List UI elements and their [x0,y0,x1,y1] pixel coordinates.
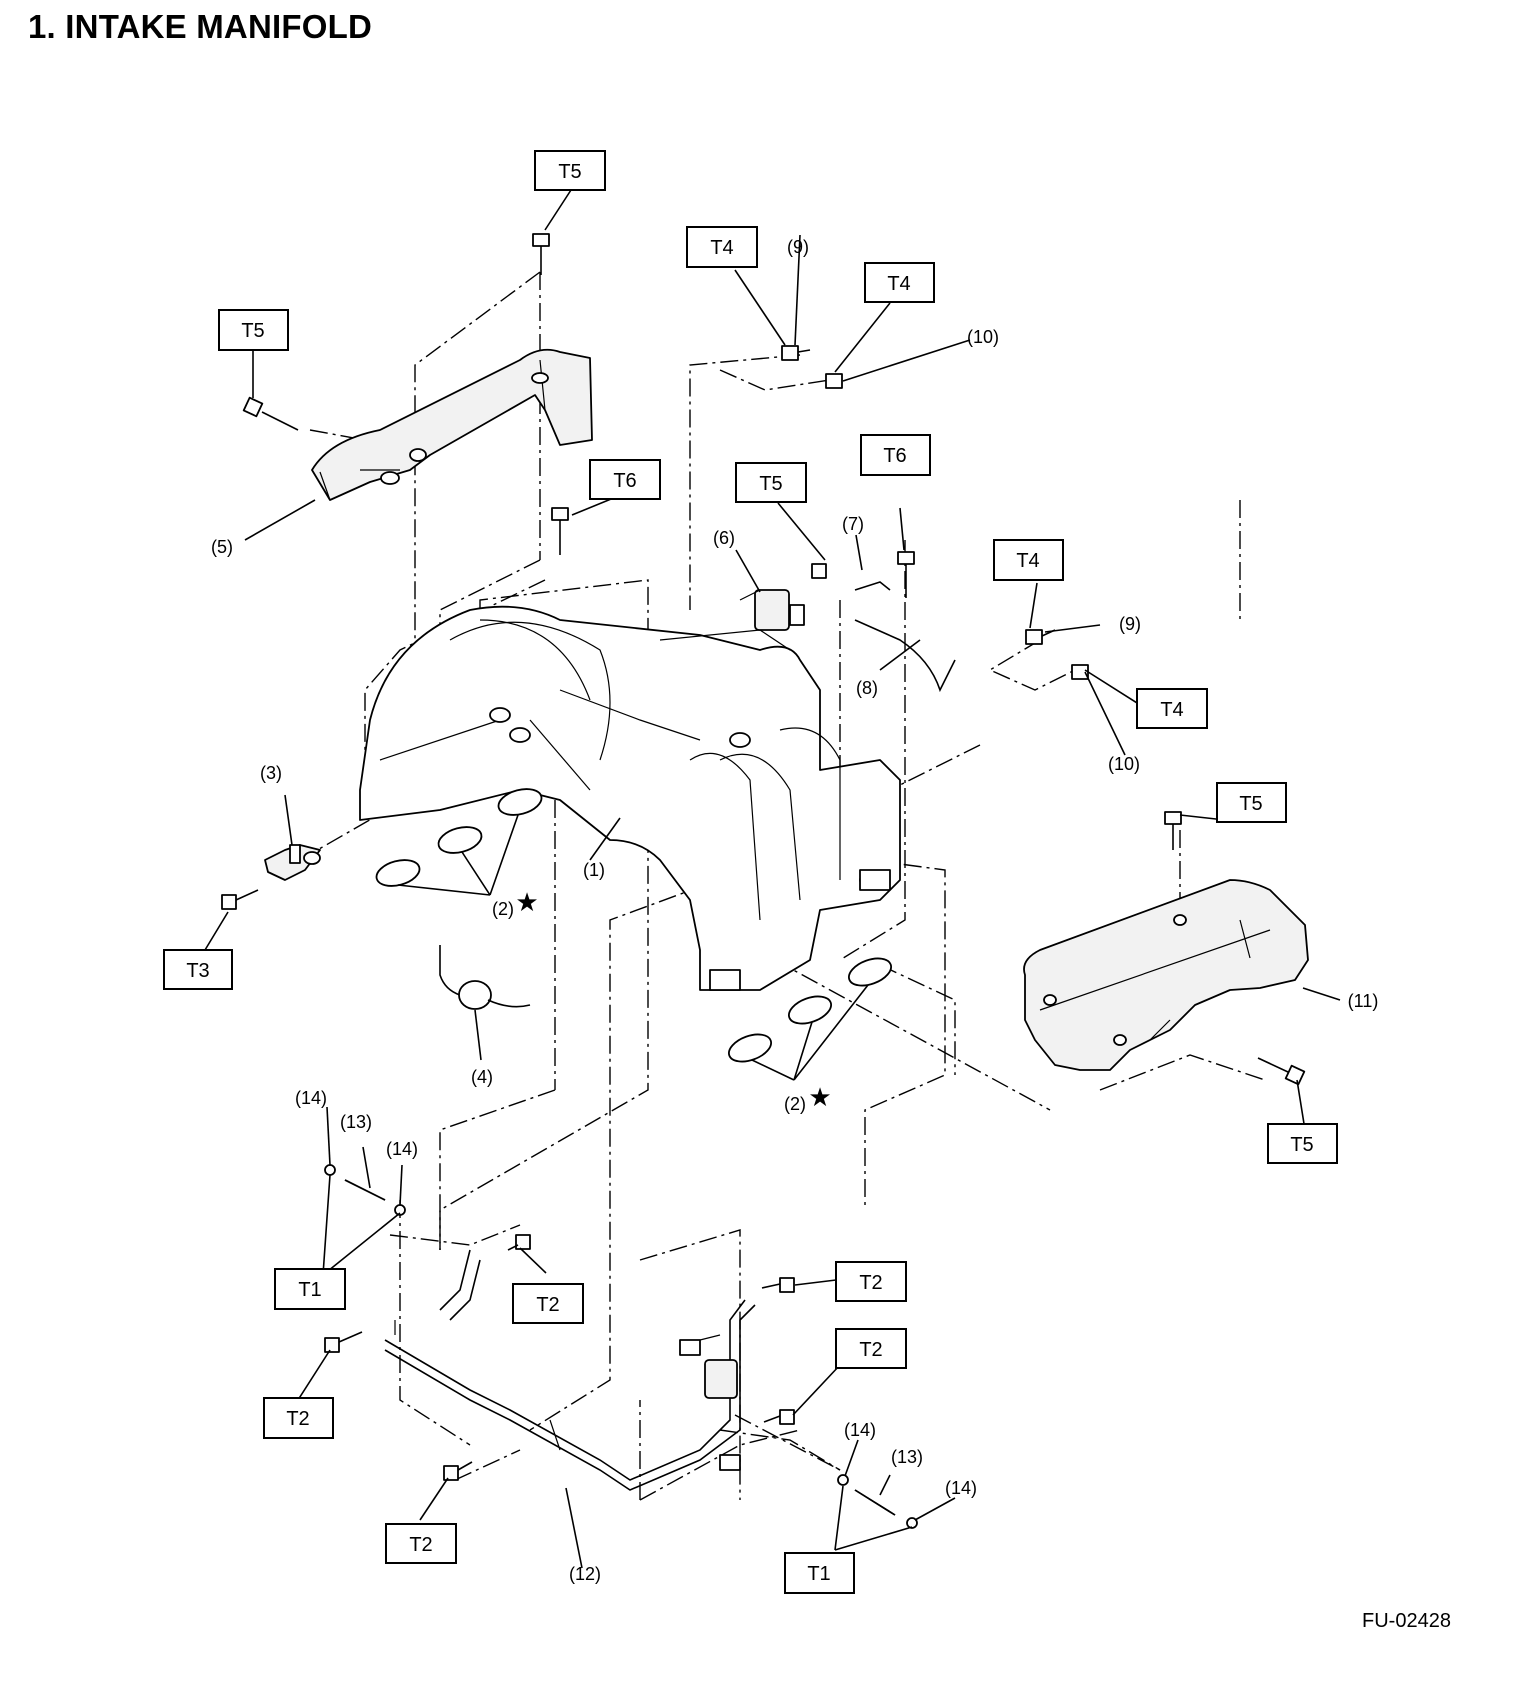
alignment-lines [299,271,1266,1501]
intake-manifold-body [359,605,901,991]
callout-7: (7) [842,514,864,534]
nut-icon [781,345,811,361]
callout-14-c: (14) [844,1420,876,1440]
leader-lines [204,189,1341,1569]
svg-text:T3: T3 [186,960,209,982]
callout-11: (11) [1348,991,1379,1011]
callout-14-b: (14) [386,1139,418,1159]
callout-12: (12) [569,1564,601,1584]
svg-text:T6: T6 [883,445,906,467]
torque-label-t2-d: T2 [835,1261,907,1302]
torque-label-t2-a: T2 [512,1283,584,1324]
cover-left [311,348,593,501]
torque-label-t5-right: T5 [1216,782,1287,823]
torque-label-t6-right: T6 [860,434,931,476]
torque-label-t6-left: T6 [589,459,661,500]
svg-text:T4: T4 [1160,699,1183,721]
callout-13-b: (13) [891,1447,923,1467]
svg-text:T6: T6 [613,470,636,492]
torque-label-t5-mid: T5 [735,462,807,503]
torque-label-t1-right: T1 [784,1552,855,1594]
part-number-callouts: (9) (10) (5) (6) (7) (8) (9) (10) (3) (1… [211,237,1378,1584]
callout-13-a: (13) [340,1112,372,1132]
bolt-icon [532,233,550,275]
torque-label-t4-b: T4 [864,262,935,303]
fuel-pipe-12 [384,1249,756,1491]
bolt-icon [1257,1057,1306,1086]
nut-icon [825,373,843,389]
callout-10-b: (10) [1108,754,1140,774]
nut-icon [1025,629,1056,645]
callout-4: (4) [471,1067,493,1087]
gaskets-right [728,957,892,1063]
callout-8: (8) [856,678,878,698]
bolt-icon [763,1409,795,1425]
svg-text:T5: T5 [759,473,782,495]
solenoid-6 [739,589,805,631]
bolt-icon [221,889,259,910]
callout-6: (6) [713,528,735,548]
torque-label-t5-right-bottom: T5 [1267,1123,1338,1164]
bracket-3 [264,844,321,881]
pipe-7 [854,581,891,591]
figure-id: FU-02428 [1362,1610,1451,1632]
callout-9-a: (9) [787,237,809,257]
star-icon: ★ [808,1083,831,1113]
svg-text:T5: T5 [241,320,264,342]
bolt-icon [1164,811,1182,850]
torque-labels: T5 T5 T4 T4 T6 T5 T6 T4 T4 T5 T5 T3 T1 T… [163,150,1338,1594]
torque-label-t4-right2: T4 [1136,688,1208,729]
hose-13-left [344,1179,386,1201]
hose-13-right [854,1489,896,1516]
bolt-icon [897,551,915,598]
callout-1: (1) [583,860,605,880]
cover-right [1023,879,1309,1071]
callout-3: (3) [260,763,282,783]
bolt-icon [242,396,299,431]
clamps-14 [324,1164,918,1529]
torque-label-t2-c: T2 [385,1523,457,1564]
page-title: 1. INTAKE MANIFOLD [28,8,372,45]
svg-text:T4: T4 [1016,550,1039,572]
svg-text:T5: T5 [558,161,581,183]
svg-text:T2: T2 [536,1294,559,1316]
torque-label-t5-top: T5 [534,150,606,191]
svg-text:T2: T2 [286,1408,309,1430]
bolt-icon [551,507,569,555]
torque-label-t5-left: T5 [218,309,289,351]
torque-label-t3: T3 [163,949,233,990]
svg-text:T2: T2 [409,1534,432,1556]
callout-10-a: (10) [967,327,999,347]
svg-text:T1: T1 [298,1279,321,1301]
svg-text:T4: T4 [710,237,733,259]
callout-9-b: (9) [1119,614,1141,634]
torque-label-t4-right: T4 [993,539,1064,581]
torque-label-t4-a: T4 [686,226,758,268]
svg-text:T5: T5 [1239,793,1262,815]
svg-text:T5: T5 [1290,1134,1313,1156]
svg-text:T2: T2 [859,1272,882,1294]
callout-2-left: (2) [492,899,514,919]
callout-2-right: (2) [784,1094,806,1114]
torque-label-t2-b: T2 [263,1397,334,1439]
bolt-icon [324,1331,363,1353]
star-markers: ★ ★ [515,888,831,1113]
callout-14-d: (14) [945,1478,977,1498]
pipe-8 [854,619,956,693]
svg-text:T2: T2 [859,1339,882,1361]
callout-14-a: (14) [295,1088,327,1108]
torque-label-t1-left: T1 [274,1268,346,1310]
svg-text:T1: T1 [807,1563,830,1585]
bolt-icon [811,563,827,579]
torque-label-t2-e: T2 [835,1328,907,1369]
callout-5: (5) [211,537,233,557]
bolt-icon [507,1234,531,1251]
star-icon: ★ [515,888,538,918]
svg-text:T4: T4 [887,273,910,295]
bolt-icon [761,1277,795,1293]
bolt-icon [443,1461,473,1481]
hose-4 [439,945,531,1010]
